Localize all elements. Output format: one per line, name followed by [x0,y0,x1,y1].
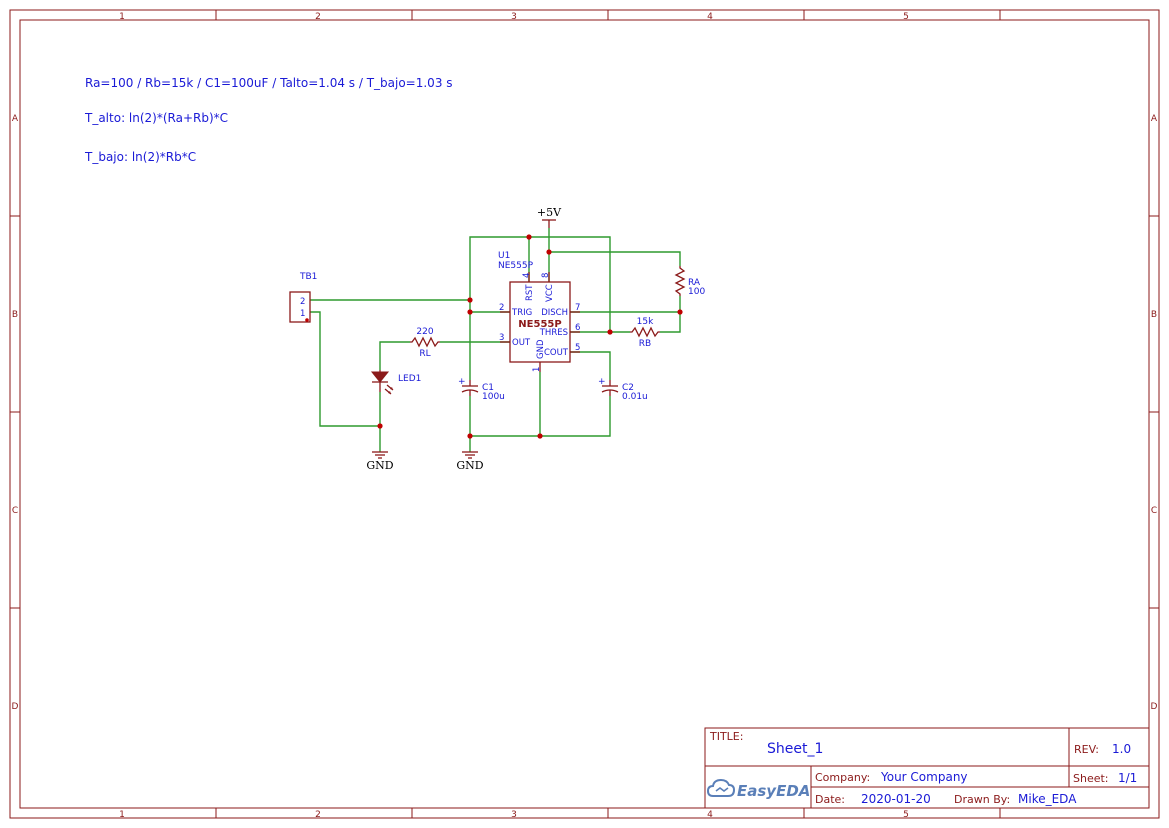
zone-col-4-bottom: 4 [707,810,713,820]
title-label: TITLE: [709,730,743,743]
zone-col-1-bottom: 1 [119,810,125,820]
pin-gnd-number: 1 [532,367,542,372]
inner-frame [19,19,1150,809]
led-symbol [370,370,394,395]
c2-polarity: + [598,377,606,387]
vcc-power-symbol [542,219,556,228]
resistor-rb [630,326,660,338]
resistor-rl [410,336,440,348]
zone-col-4-top: 4 [707,12,713,22]
c1-ref: C1 [482,383,494,393]
pin-out-number: 3 [499,333,504,343]
zone-row-d-right: D [1151,702,1158,712]
rev-label: REV: [1074,743,1099,756]
gnd-symbol-left [372,451,388,459]
note-t-alto: T_alto: ln(2)*(Ra+Rb)*C [84,111,228,125]
zone-col-2-bottom: 2 [315,810,321,820]
connector-pin2: 2 [300,297,305,307]
c1-value: 100u [482,392,505,402]
zone-col-3-bottom: 3 [511,810,517,820]
gnd-label-right: GND [456,459,483,472]
zone-col-5-top: 5 [903,12,909,22]
gnd-label-left: GND [366,459,393,472]
date-value: 2020-01-20 [861,792,931,806]
rev-value: 1.0 [1112,742,1131,756]
connector-pin1-marker [305,318,309,322]
company-label: Company: [815,771,870,784]
junctions [377,234,683,439]
title-block [704,727,1150,809]
ic-name: NE555P [518,319,561,330]
pin-disch-number: 7 [575,303,580,313]
rl-value: 220 [416,327,433,337]
zone-col-3-top: 3 [511,12,517,22]
pin-trig-label: TRIG [511,308,532,318]
sheet-label: Sheet: [1073,772,1109,785]
pin-vcc-label: VCC [545,284,555,302]
note-values: Ra=100 / Rb=15k / C1=100uF / Talto=1.04 … [85,76,453,90]
led-ref: LED1 [398,374,421,384]
wires [310,228,681,452]
ic-ref: U1 [498,251,510,261]
company-value: Your Company [880,770,968,784]
easyeda-cloud-icon [706,778,736,797]
drawn-by-label: Drawn By: [954,793,1010,806]
date-label: Date: [815,793,845,806]
pin-out-label: OUT [512,338,531,348]
zone-row-a-right: A [1151,114,1158,124]
zone-col-2-top: 2 [315,12,321,22]
drawn-by-value: Mike_EDA [1018,792,1077,806]
connector-ref: TB1 [299,272,317,282]
c2-value: 0.01u [622,392,648,402]
rl-ref: RL [419,349,430,359]
zone-row-b-right: B [1151,310,1157,320]
c1-polarity: + [458,377,466,387]
ra-ref: RA [688,278,701,288]
zone-row-c-left: C [12,506,18,516]
pin-gnd-label: GND [536,339,546,359]
pin-vcc-number: 8 [541,273,551,278]
pin-rst-number: 4 [522,273,532,278]
zone-row-a-left: A [12,114,19,124]
c2-ref: C2 [622,383,634,393]
pin-cout-number: 5 [575,343,580,353]
sheet-title: Sheet_1 [767,741,823,757]
capacitor-c2 [601,380,619,396]
pin-trig-number: 2 [499,303,504,313]
pin-rst-label: RST [525,284,535,301]
note-t-bajo: T_bajo: ln(2)*Rb*C [84,150,196,164]
sheet-value: 1/1 [1118,771,1137,785]
easyeda-logo-text: EasyEDA [737,782,810,800]
ic-value: NE555P [498,261,534,271]
zone-row-c-right: C [1151,506,1157,516]
zone-col-5-bottom: 5 [903,810,909,820]
vcc-label: +5V [537,206,562,219]
zone-ticks [10,10,1159,818]
outer-frame [9,9,1160,819]
capacitor-c1 [461,380,479,396]
gnd-symbol-right [462,451,478,459]
pin-thres-label: THRES [539,328,568,338]
rb-value: 15k [637,317,654,327]
zone-row-d-left: D [12,702,19,712]
pin-thres-number: 6 [575,323,580,333]
connector-body [289,291,311,323]
pin-disch-label: DISCH [541,308,568,318]
connector-pin1: 1 [300,309,305,319]
resistor-ra [674,266,686,296]
ic-pin-stubs [500,272,580,372]
rb-ref: RB [639,339,651,349]
ra-value: 100 [688,287,705,297]
zone-col-1-top: 1 [119,12,125,22]
zone-row-b-left: B [12,310,18,320]
pin-cout-label: COUT [544,348,569,358]
